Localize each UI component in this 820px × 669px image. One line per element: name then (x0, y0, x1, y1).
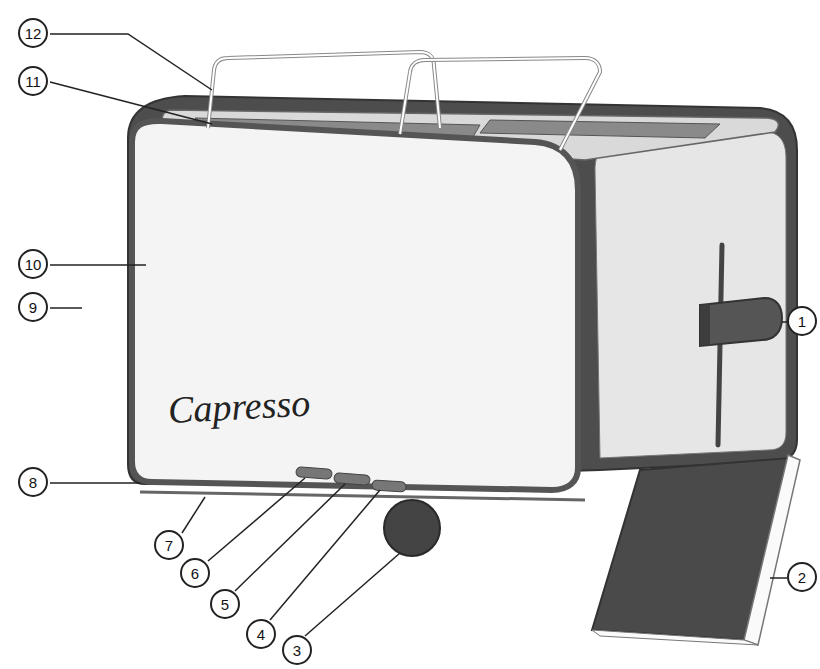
function-button (334, 473, 371, 485)
crumb-tray-lip (744, 455, 800, 645)
callout-text: 7 (165, 538, 173, 553)
callout-text: 10 (25, 257, 42, 272)
callout-text: 1 (798, 314, 806, 329)
leader-line (50, 264, 146, 266)
callout-number: 11 (18, 66, 48, 96)
leader-line (50, 482, 140, 484)
leader-line (305, 553, 400, 636)
callout-number: 8 (18, 467, 48, 497)
callout-text: 12 (25, 26, 42, 41)
callout-text: 9 (29, 300, 37, 315)
leader-line (235, 484, 345, 591)
callout-number: 6 (180, 558, 210, 588)
warming-rack (400, 58, 600, 150)
callout-text: 5 (221, 597, 229, 612)
callout-number: 4 (246, 619, 276, 649)
callout-number: 5 (210, 589, 240, 619)
crumb-tray-lip (592, 630, 758, 645)
callout-number: 2 (787, 562, 817, 592)
side-panel (595, 132, 786, 458)
carriage-lever (700, 304, 710, 346)
callout-number: 3 (282, 635, 312, 665)
leader-line (208, 478, 305, 561)
browning-knob (384, 500, 440, 556)
base-edge (140, 492, 585, 500)
callout-number: 10 (18, 249, 48, 279)
leader-line (50, 82, 212, 124)
callout-number: 1 (787, 306, 817, 336)
bread-slot (480, 120, 720, 138)
callout-number: 12 (18, 18, 48, 48)
leader-line (270, 490, 380, 620)
function-button (296, 467, 333, 479)
callout-text: 2 (798, 570, 806, 585)
callout-number: 9 (18, 292, 48, 322)
callout-text: 3 (293, 643, 301, 658)
callout-text: 11 (25, 74, 41, 89)
function-button (372, 480, 407, 492)
leader-line (182, 497, 205, 533)
callout-number: 7 (154, 530, 184, 560)
leader-lines (50, 34, 787, 636)
callout-text: 6 (191, 566, 199, 581)
leader-line (770, 577, 787, 579)
leader-line (50, 307, 82, 309)
front-panel (132, 121, 578, 490)
leader-line (50, 34, 212, 90)
carriage-lever (700, 298, 782, 346)
callout-text: 8 (29, 475, 37, 490)
warming-rack (400, 58, 600, 150)
brand-logo: Capresso (167, 381, 311, 432)
callout-text: 4 (257, 627, 265, 642)
